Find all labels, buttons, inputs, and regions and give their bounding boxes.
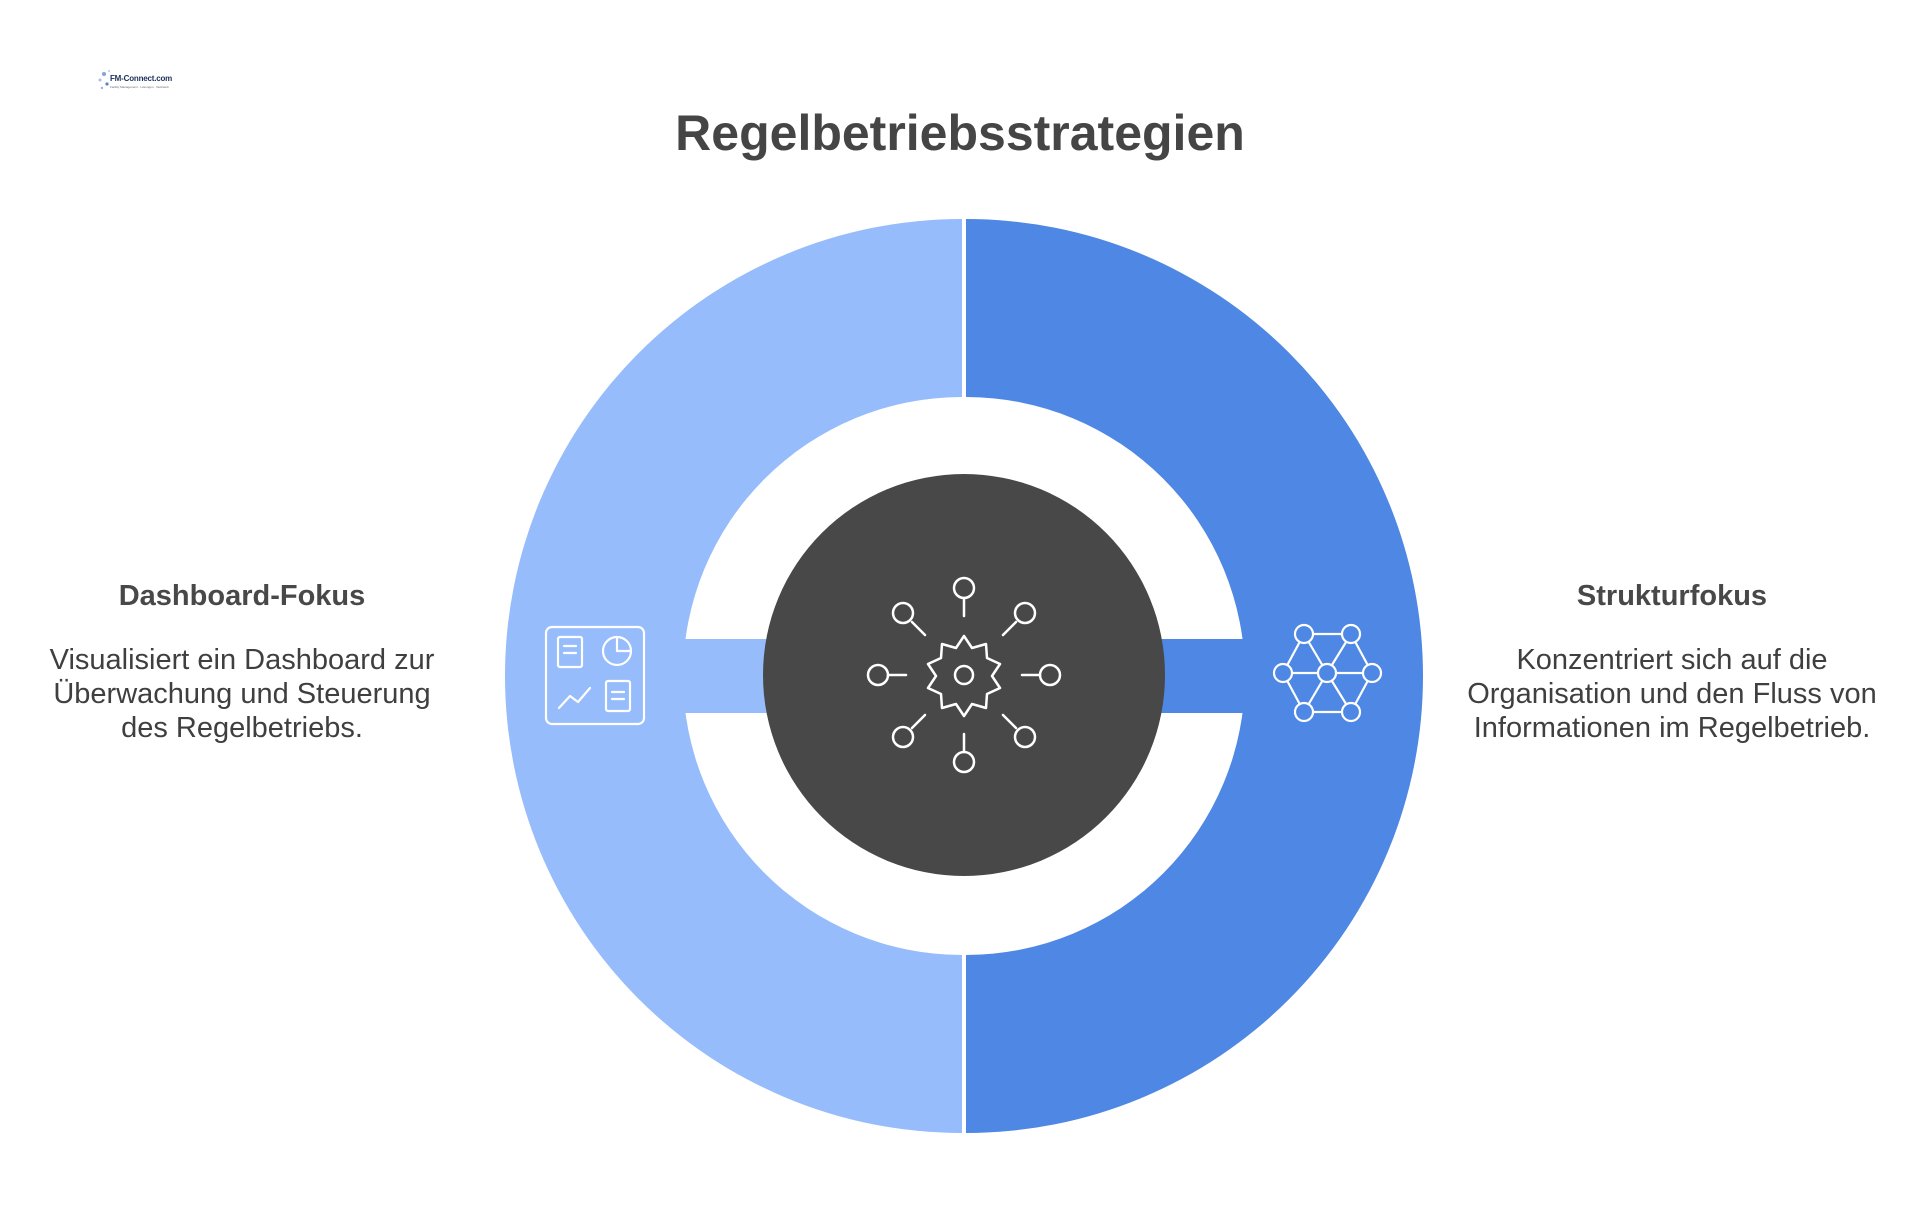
central-hub-gear-icon xyxy=(866,576,1062,774)
ring-right-half xyxy=(966,219,1423,1133)
network-structure-icon xyxy=(1272,623,1383,723)
center-circle xyxy=(763,474,1165,876)
dashboard-focus-heading: Dashboard-Fokus xyxy=(118,580,366,612)
ring-left-half xyxy=(505,219,962,1133)
connector-right xyxy=(1150,639,1250,713)
logo: FM-Connect.com Facility Management · Lös… xyxy=(96,66,172,96)
logo-mark-icon xyxy=(98,69,111,90)
logo-subtitle: Facility Management · Lösungen · Netzwer… xyxy=(110,85,169,89)
outer-ring xyxy=(505,219,1423,1133)
structure-focus-description: Konzentriert sich auf die Organisation u… xyxy=(1467,644,1877,744)
dashboard-icon xyxy=(544,625,646,726)
structure-focus-heading: Strukturfokus xyxy=(1576,580,1768,612)
dashboard-focus-description: Visualisiert ein Dashboard zur Überwachu… xyxy=(49,644,435,744)
logo-text: FM-Connect.com xyxy=(110,74,173,83)
dashboard-focus-section: Dashboard-Fokus Visualisiert ein Dashboa… xyxy=(32,580,452,745)
structure-focus-section: Strukturfokus Konzentriert sich auf die … xyxy=(1462,580,1882,745)
page-title: Regelbetriebsstrategien xyxy=(675,105,1245,161)
